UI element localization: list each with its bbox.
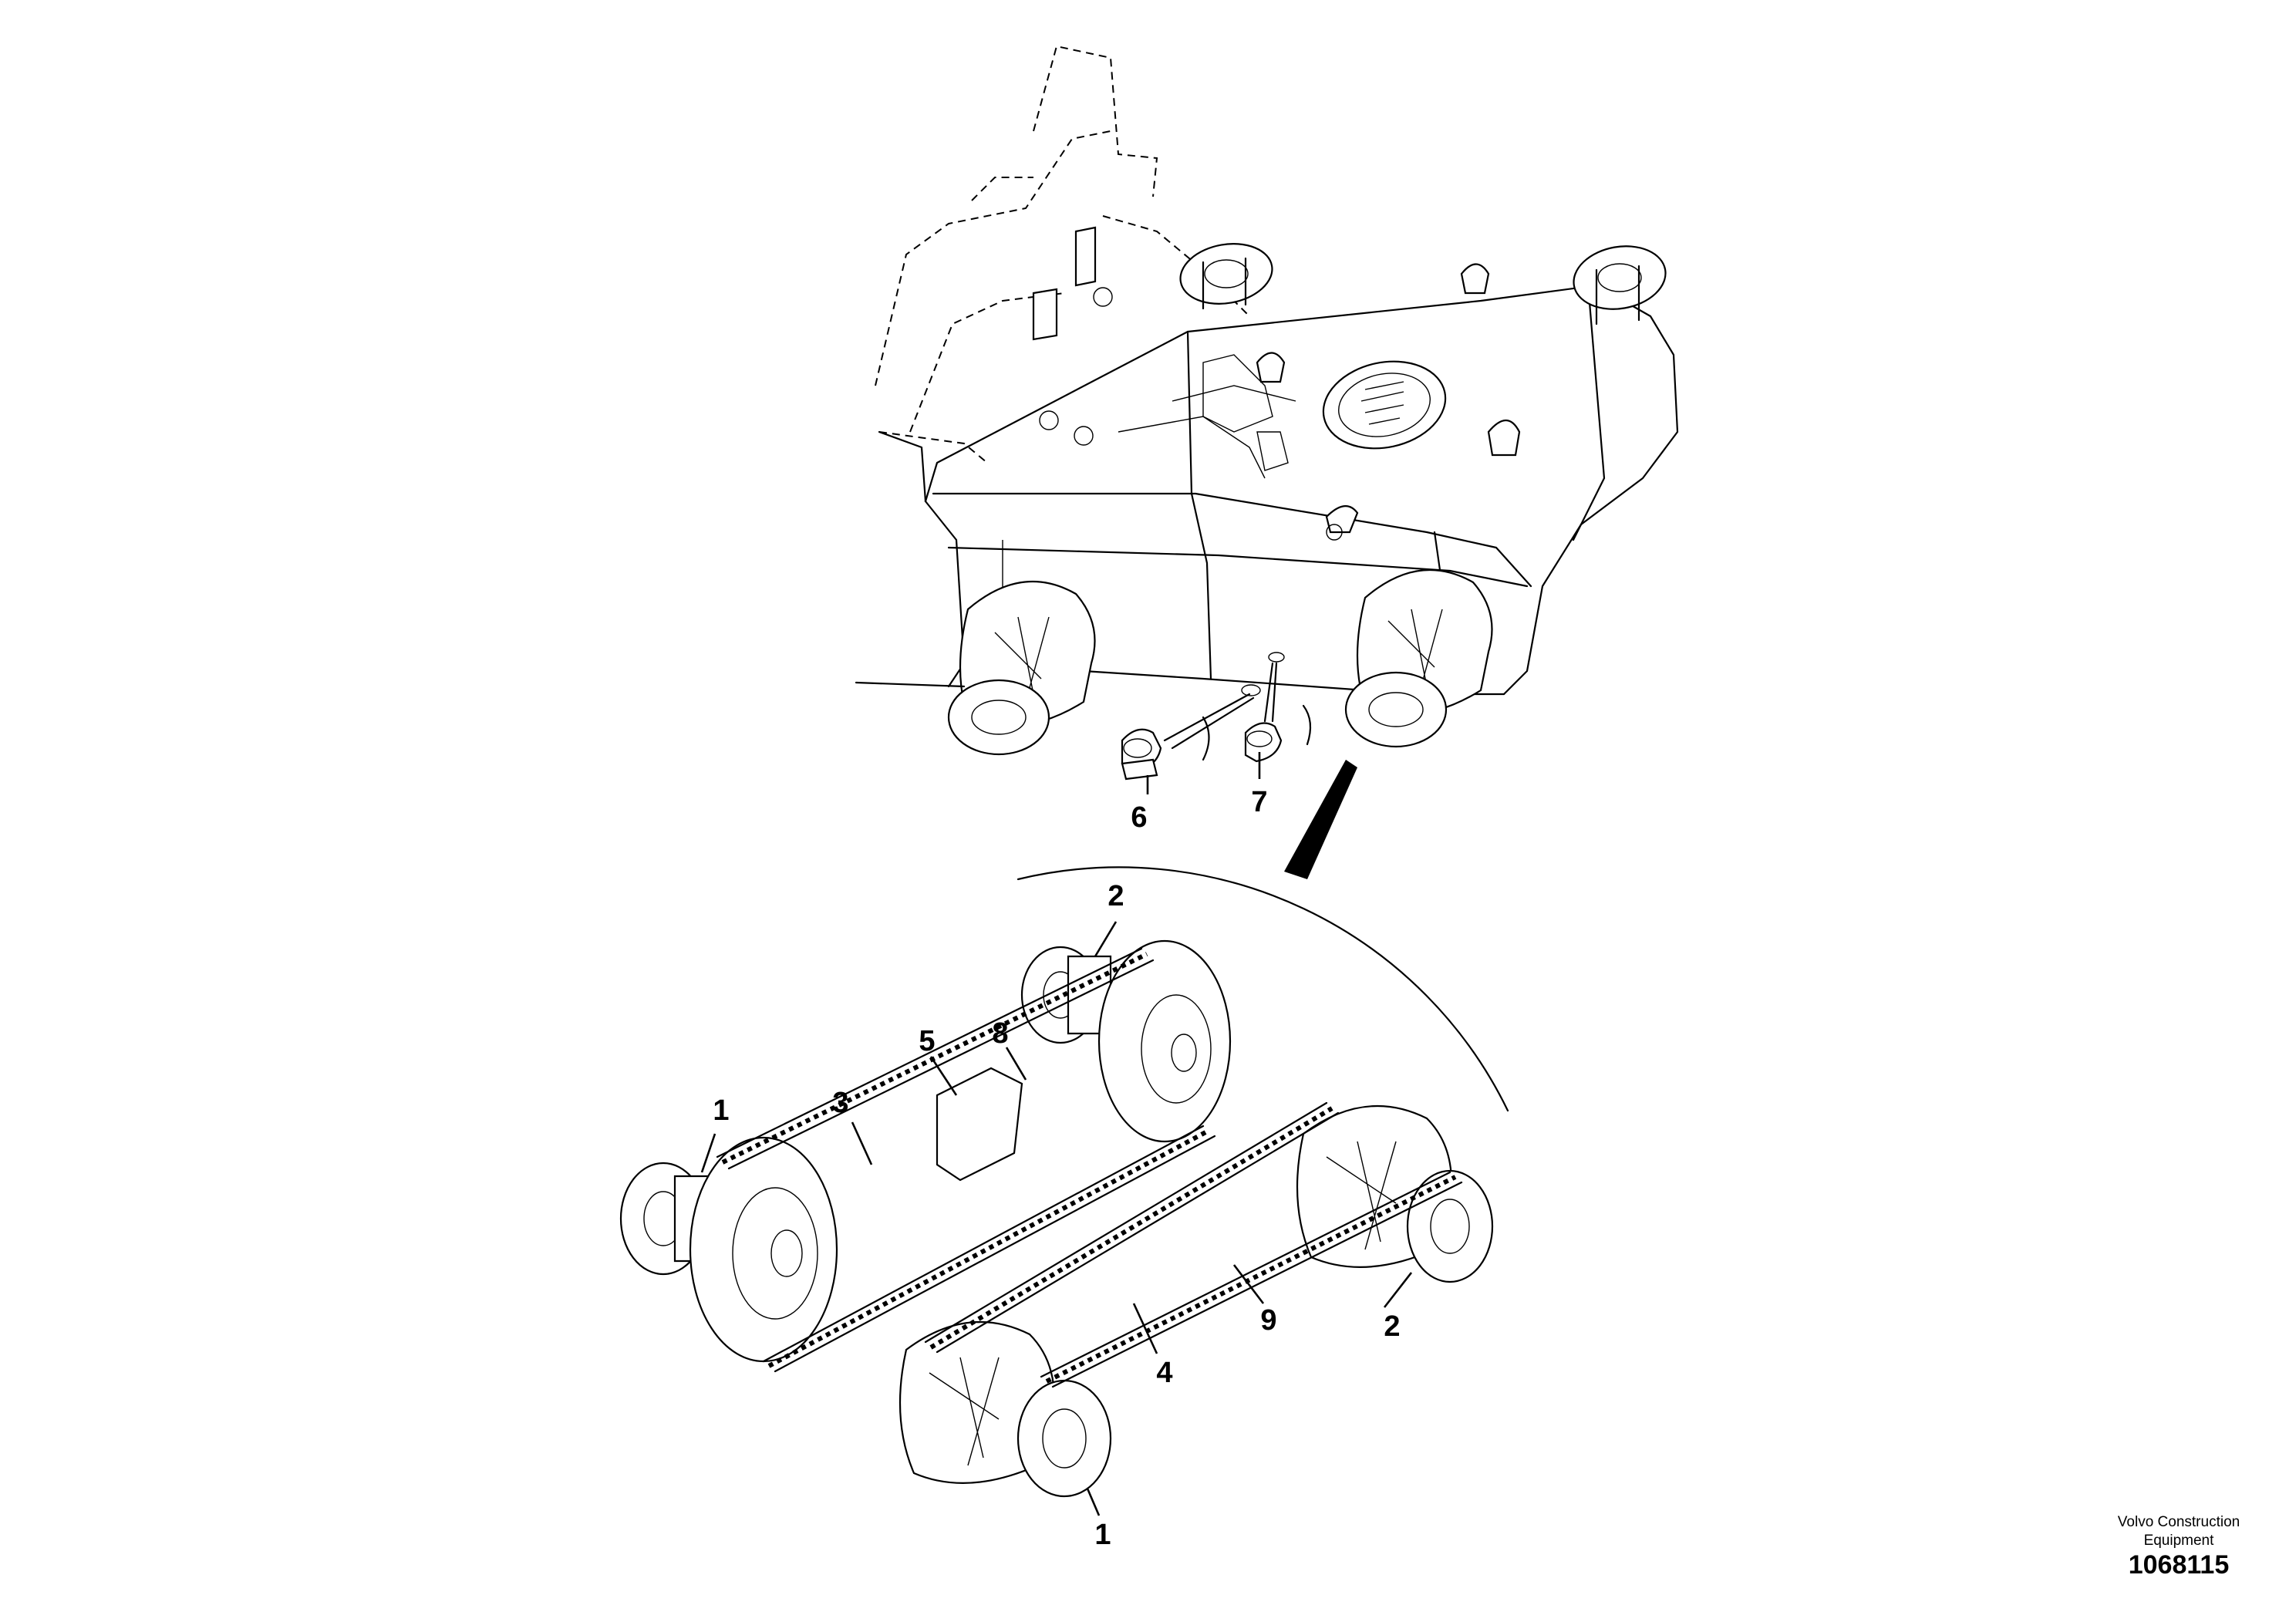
plug-6 <box>1121 728 1162 781</box>
frame-hub-right <box>1344 568 1493 748</box>
callout-6: 6 <box>1131 801 1148 834</box>
brand-name: Volvo Construction <box>2117 1514 2240 1530</box>
callout-2-lower: 2 <box>1384 1310 1401 1343</box>
brand-block: Volvo Construction Equipment 1068115 <box>2118 1513 2240 1580</box>
leader-lines <box>700 752 1413 1516</box>
hub-1-lower <box>899 1320 1112 1498</box>
callout-7: 7 <box>1251 786 1268 818</box>
frame-assembly <box>855 45 1679 756</box>
callout-2-upper: 2 <box>1108 880 1124 912</box>
detail-indicator <box>1017 760 1509 1112</box>
callout-3: 3 <box>832 1087 849 1119</box>
callout-4: 4 <box>1156 1357 1173 1389</box>
frame-hub-left <box>947 580 1096 756</box>
drawing-number: 1068115 <box>2128 1550 2230 1580</box>
chain-assembly <box>619 939 1494 1498</box>
callout-5: 5 <box>919 1025 936 1057</box>
hub-2-upper <box>1020 939 1232 1143</box>
plug-leaders <box>1163 652 1312 761</box>
plug-7 <box>1244 722 1283 763</box>
chain-4-9 <box>924 1101 1463 1388</box>
tensioner-plate-5 <box>936 1067 1023 1182</box>
top-flange-left <box>1179 243 1273 310</box>
brand-subtitle: Equipment <box>2143 1533 2214 1549</box>
hub-1-upper <box>619 1136 838 1363</box>
hub-2-lower <box>1296 1104 1494 1283</box>
chain-3 <box>716 947 1216 1373</box>
callout-1-upper: 1 <box>713 1094 730 1127</box>
top-flange-right <box>1573 245 1667 325</box>
callout-8: 8 <box>992 1017 1009 1050</box>
callout-1-lower: 1 <box>1094 1519 1111 1551</box>
callout-9: 9 <box>1260 1304 1277 1337</box>
